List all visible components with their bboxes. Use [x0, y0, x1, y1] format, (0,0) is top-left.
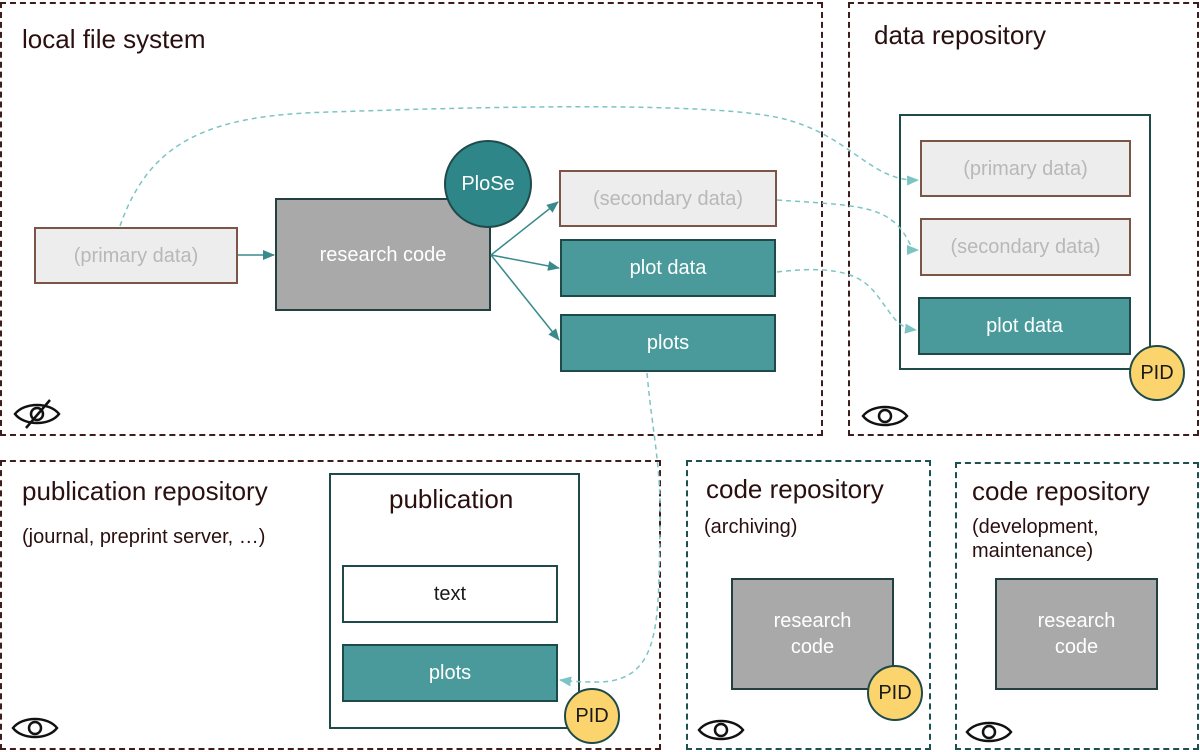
plose-badge: PloSe — [444, 140, 532, 228]
code-repository-dev-subtitle-line2: maintenance) — [972, 540, 1094, 562]
dev-research-code-box: research code — [995, 578, 1158, 690]
archived-research-code-line1: research — [773, 610, 852, 632]
code-repository-dev-title: code repository — [972, 476, 1150, 506]
eye-icon — [861, 405, 909, 427]
publication-plots-box: plots — [342, 644, 558, 702]
code-repository-archive-subtitle: (archiving) — [704, 516, 798, 538]
data-repository-title: data repository — [874, 20, 1046, 50]
local-plots-box: plots — [560, 314, 776, 372]
code-repository-archive-title: code repository — [706, 474, 884, 504]
code-repository-archive-panel — [686, 460, 931, 750]
local-plot-data-box: plot data — [560, 239, 776, 297]
eye-icon — [965, 721, 1013, 743]
publication-title: publication — [389, 484, 514, 514]
eye-crossed-icon — [13, 399, 61, 429]
publication-repository-subtitle: (journal, preprint server, …) — [22, 526, 266, 548]
code-repository-dev-panel — [955, 462, 1199, 750]
dev-research-code-line2: code — [1054, 636, 1099, 658]
eye-icon — [11, 717, 59, 739]
publication-pid-badge: PID — [564, 688, 620, 744]
eye-icon — [697, 719, 745, 741]
code-repository-dev-subtitle-line1: (development, — [972, 516, 1099, 538]
code-archive-pid-badge: PID — [867, 665, 923, 721]
repo-secondary-data-box: (secondary data) — [920, 218, 1131, 276]
repo-primary-data-box: (primary data) — [920, 140, 1131, 197]
local-primary-data-box: (primary data) — [34, 227, 238, 284]
publication-repository-title: publication repository — [22, 476, 268, 506]
local-file-system-title: local file system — [22, 24, 206, 54]
publication-text-box: text — [342, 565, 558, 623]
local-secondary-data-box: (secondary data) — [559, 170, 777, 227]
dev-research-code-line1: research — [1037, 610, 1116, 632]
archived-research-code-line2: code — [790, 636, 835, 658]
repo-plot-data-box: plot data — [918, 297, 1131, 355]
data-repository-pid-badge: PID — [1129, 345, 1185, 401]
archived-research-code-box: research code — [731, 578, 894, 690]
